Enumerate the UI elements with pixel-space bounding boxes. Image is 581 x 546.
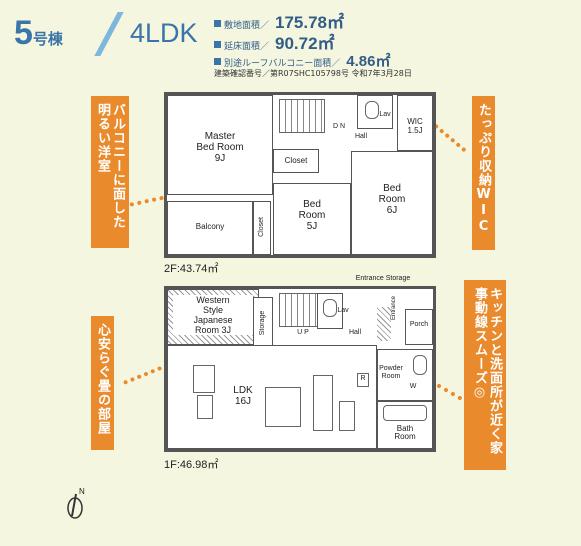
stairs-1f [279,293,319,327]
room-bedroom-5 [273,183,351,255]
tag-japanese-room: 心安らぐ畳の部屋 [91,316,114,450]
room-label-entrance: Entrance [391,296,397,321]
room-label-porch: Porch [409,321,429,328]
square-bullet-icon [214,20,221,27]
room-label-bed5: Bed Room 5J [298,199,326,232]
room-balcony [167,201,253,255]
toilet-icon [323,299,337,317]
room-label-bed6: Bed Room 6J [378,183,406,216]
bathtub-icon [383,405,427,421]
permit-text: 建築確認番号／第R07SHC105798号 令和7年3月28日 [214,69,412,78]
room-label-closet-side: Closet [258,217,265,237]
layout-type: 4LDK [130,18,198,48]
room-porch [405,309,433,345]
floor-plan-2f: Master Bed Room 9J Closet Balcony Closet… [164,92,436,258]
compass-icon: N [67,487,85,519]
dining-table-icon [265,387,301,427]
label-lav-1f: Lav [337,307,349,314]
room-label-balcony: Balcony [195,222,225,231]
fridge-icon [357,373,369,387]
site-area-value: 175.78㎡ [275,13,345,32]
room-label-japanese: Western Style Japanese Room 3J [173,295,253,335]
stove-icon [339,401,355,431]
balcony-area-label: 別途ルーフバルコニー面積／ [224,59,341,69]
square-bullet-icon [214,58,221,65]
floor-area-row: 延床面積／ 90.72㎡ [214,29,335,54]
balcony-area-value: 4.86㎡ [346,53,391,70]
room-closet-side [253,201,271,255]
floor-plan-1f: Western Style Japanese Room 3J Storage U… [164,275,436,452]
room-label-powder: Powder Room [379,365,403,380]
room-label-wic: WIC 1.5J [407,117,423,135]
room-bedroom-6 [351,151,433,255]
label-r: R [360,375,366,382]
tag-balcony-room: バルコニーに面した明るい洋室 [91,96,129,248]
label-hall-2f: Hall [354,133,368,140]
entrance-hatch [377,307,391,341]
divider-slash [94,12,124,56]
balcony-area-row: 別途ルーフバルコニー面積／ 4.86㎡ [214,50,390,71]
compass-label: N [79,487,85,496]
room-label-closet: Closet [284,156,308,165]
floor-label-1f: 1F:46.98㎡ [164,459,219,471]
label-lav-2f: Lav [379,111,391,118]
room-label-storage: Storage [259,310,266,336]
label-entrance-storage: Entrance Storage [343,275,423,283]
label-hall-1f: Hall [348,329,362,336]
connector-dots [433,123,467,153]
sink-icon [413,355,427,375]
label-w: W [409,383,417,390]
site-area-row: 敷地面積／ 175.78㎡ [214,8,344,33]
sofa-icon [193,365,215,393]
unit-heading: 5号棟 4LDK [14,12,198,56]
table-icon [197,395,213,419]
floor-area-label: 延床面積／ [224,42,270,52]
room-closet-master [273,149,319,173]
connector-dots [122,363,170,385]
square-bullet-icon [214,41,221,48]
kitchen-island-icon [313,375,333,431]
room-master-bedroom [167,95,273,195]
label-up: U P [297,329,309,336]
room-label-ldk: LDK 16J [233,385,253,407]
stairs-2f [279,99,325,133]
room-label-master: Master Bed Room 9J [196,131,244,164]
unit-suffix: 号棟 [32,31,63,48]
room-label-bath: Bath Room [394,424,416,441]
label-dn: D N [332,123,346,130]
tag-kitchen: キッチンと洗面所が近く家事動線スムーズ◎ [464,280,506,470]
floor-area-value: 90.72㎡ [275,34,335,53]
unit-number: 5 [14,14,33,52]
tag-storage: たっぷり収納WIC [472,96,495,250]
toilet-icon [365,101,379,119]
site-area-label: 敷地面積／ [224,21,270,31]
floor-label-2f: 2F:43.74㎡ [164,263,219,275]
room-wic [397,95,433,151]
